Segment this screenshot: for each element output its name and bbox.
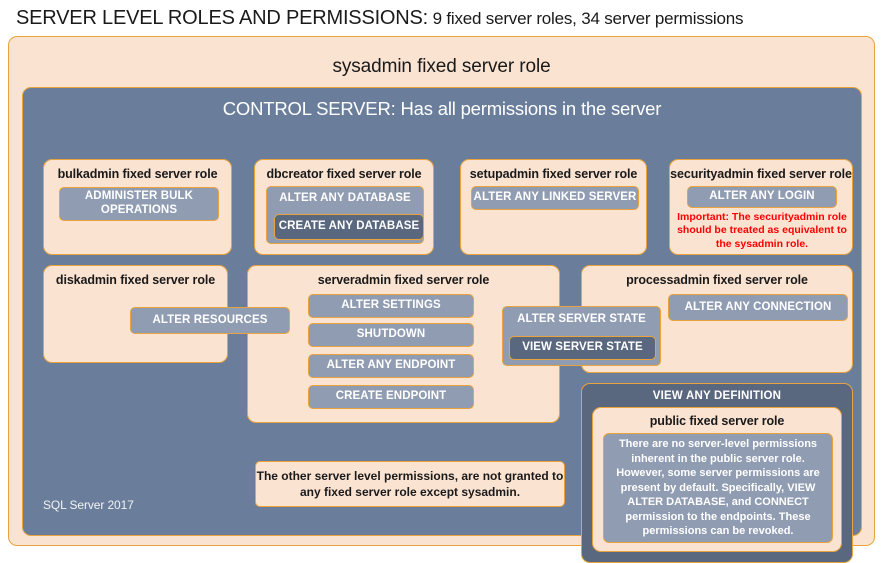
control-server-header: CONTROL SERVER: Has all permissions in t… — [222, 98, 662, 119]
permission-alter-any-endpoint[interactable]: ALTER ANY ENDPOINT — [308, 354, 474, 378]
page-title-sub: 9 fixed server roles, 34 server permissi… — [428, 9, 744, 28]
sysadmin-role-container: sysadmin fixed server role CONTROL SERVE… — [8, 36, 875, 563]
page-title-main: SERVER LEVEL ROLES AND PERMISSIONS: — [16, 7, 429, 29]
permission-alter-settings[interactable]: ALTER SETTINGS — [308, 294, 474, 318]
control-server-container: CONTROL SERVER: Has all permissions in t… — [22, 87, 862, 563]
permission-create-any-database[interactable]: CREATE ANY DATABASE — [274, 214, 424, 240]
role-label-dbcreator: dbcreator fixed server role — [266, 167, 422, 181]
other-permissions-note: The other server level permissions, are … — [255, 461, 565, 507]
role-label-setupadmin: setupadmin fixed server role — [469, 167, 638, 181]
role-label-bulkadmin: bulkadmin fixed server role — [57, 167, 218, 181]
page-title: SERVER LEVEL ROLES AND PERMISSIONS: 9 fi… — [16, 7, 876, 33]
role-box-dbcreator: dbcreator fixed server role ALTER ANY DA… — [254, 159, 434, 255]
role-box-bulkadmin: bulkadmin fixed server role ADMINISTER B… — [43, 159, 232, 255]
permission-alter-resources[interactable]: ALTER RESOURCES — [130, 307, 290, 334]
permission-view-server-state[interactable]: VIEW SERVER STATE — [509, 336, 656, 360]
permission-shutdown[interactable]: SHUTDOWN — [308, 323, 474, 347]
view-any-definition-label: VIEW ANY DEFINITION — [652, 390, 782, 402]
role-label-public: public fixed server role — [649, 414, 785, 428]
sysadmin-role-label: sysadmin fixed server role — [332, 56, 551, 77]
product-version-label: SQL Server 2017 — [43, 498, 134, 512]
permission-alter-any-connection[interactable]: ALTER ANY CONNECTION — [668, 294, 848, 321]
role-label-diskadmin: diskadmin fixed server role — [55, 273, 216, 287]
public-role-description: There are no server-level permissions in… — [603, 433, 833, 543]
view-any-definition-container: VIEW ANY DEFINITION public fixed server … — [581, 383, 853, 563]
role-label-processadmin: processadmin fixed server role — [626, 273, 808, 287]
role-box-public: public fixed server role There are no se… — [592, 407, 842, 552]
permission-administer-bulk-operations[interactable]: ADMINISTER BULK OPERATIONS — [59, 187, 219, 221]
permission-create-endpoint[interactable]: CREATE ENDPOINT — [308, 385, 474, 409]
securityadmin-warning-text: Important: The securityadmin role should… — [677, 211, 847, 250]
role-box-setupadmin: setupadmin fixed server role ALTER ANY L… — [460, 159, 647, 255]
role-label-securityadmin: securityadmin fixed server role — [670, 167, 852, 181]
permission-alter-any-linked-server[interactable]: ALTER ANY LINKED SERVER — [471, 186, 639, 210]
permission-alter-any-login[interactable]: ALTER ANY LOGIN — [687, 186, 837, 208]
role-label-serveradmin: serveradmin fixed server role — [317, 273, 490, 287]
role-box-securityadmin: securityadmin fixed server role ALTER AN… — [669, 159, 853, 255]
role-box-serveradmin: serveradmin fixed server role ALTER SETT… — [247, 265, 560, 423]
